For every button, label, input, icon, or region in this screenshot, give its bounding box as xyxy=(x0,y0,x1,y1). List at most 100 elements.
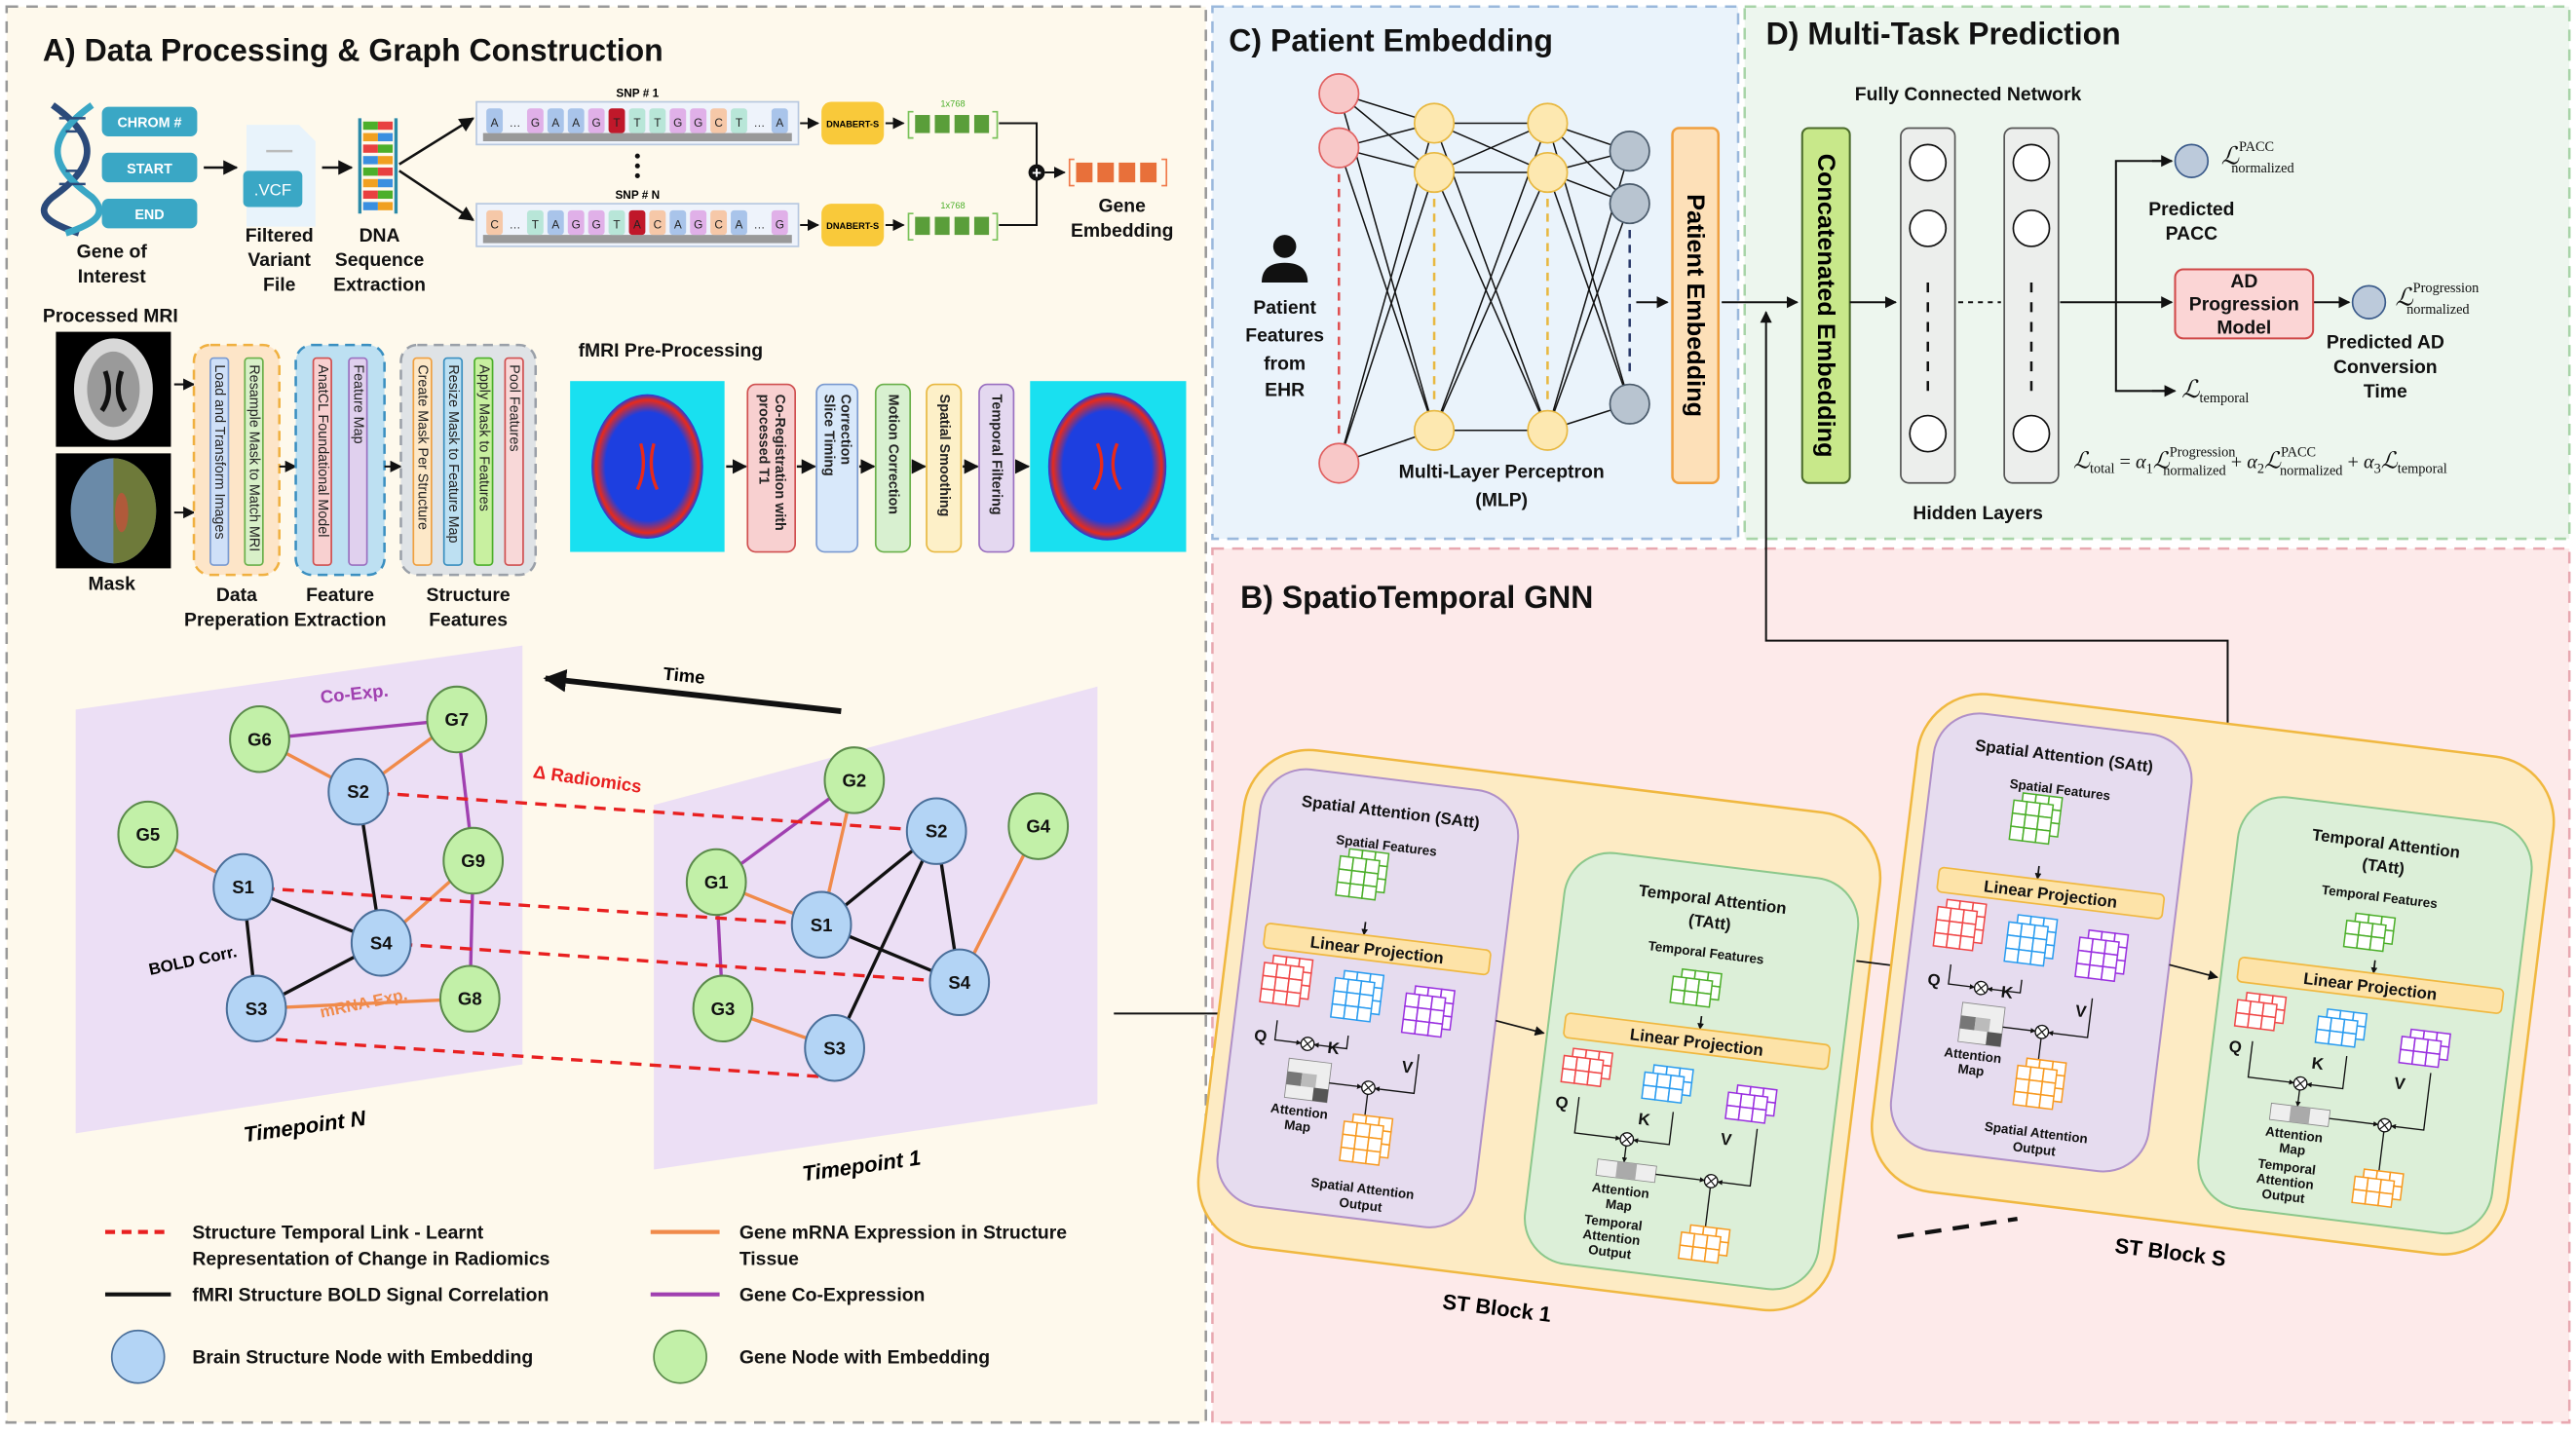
spatial-features-grid-cell xyxy=(1335,881,1351,898)
legend-temporal-link: Structure Temporal Link - Learnt xyxy=(192,1222,483,1243)
temporal-features-grid xyxy=(1669,967,1723,1008)
dna-extraction-label: DNA xyxy=(360,225,400,246)
query-grid xyxy=(1259,954,1314,1007)
value-grid-cell xyxy=(1402,1004,1420,1022)
structure-node xyxy=(225,974,287,1043)
mri-step-bar xyxy=(412,357,433,566)
key-grid-cell xyxy=(2328,1030,2344,1047)
embedding-cell xyxy=(973,216,990,236)
mlp-node xyxy=(1527,102,1569,144)
query-grid-cell xyxy=(1288,964,1305,982)
nucleotide-label: A xyxy=(776,116,783,130)
arrow xyxy=(2306,1055,2348,1090)
sequence-backbone xyxy=(482,235,792,244)
attention-map-label: Attention xyxy=(1269,1101,1328,1122)
k-label: K xyxy=(2000,983,2015,1002)
patient-features-label: EHR xyxy=(1265,379,1305,400)
mri-group-label: Feature xyxy=(306,585,374,606)
mask-label: Mask xyxy=(88,573,135,594)
base-pair xyxy=(362,167,378,176)
key-grid-cell xyxy=(1329,1002,1346,1020)
spatial-output-grid-cell xyxy=(2028,1066,2045,1083)
arrow xyxy=(1987,979,2023,994)
graph-edge-mrna xyxy=(256,997,471,1010)
nucleotide-label: C xyxy=(714,116,723,130)
fmri-title: fMRI Pre-Processing xyxy=(579,340,764,361)
nucleotide-label: … xyxy=(754,116,766,130)
value-grid-cell xyxy=(1426,1021,1444,1038)
nucleotide-label: A xyxy=(674,217,682,231)
temporal-features-grid-cell xyxy=(2356,933,2372,951)
gene-embedding-label: Gene xyxy=(1098,196,1146,217)
key-grid-cell xyxy=(2004,933,2022,951)
node-label: G6 xyxy=(247,729,272,749)
key-grid-cell xyxy=(1355,1005,1373,1023)
timepoint-n-plane xyxy=(75,645,523,1134)
arrow xyxy=(2370,960,2378,974)
key-grid-cell xyxy=(1642,1071,1659,1088)
structure-node xyxy=(905,797,967,865)
fcn-label: Fully Connected Network xyxy=(1855,84,2082,105)
dnabert-box xyxy=(821,101,885,145)
value-grid-cell xyxy=(2424,1051,2441,1069)
embedding-cell xyxy=(954,115,969,133)
nucleotide xyxy=(486,209,504,236)
value-grid-cell xyxy=(2089,951,2105,968)
nucleotide-label: … xyxy=(754,217,766,231)
value-grid-cell xyxy=(1429,995,1447,1012)
query-grid-cell xyxy=(1587,1057,1605,1075)
base-pair xyxy=(377,178,394,188)
gene-field-box xyxy=(101,106,198,136)
nucleotide-label: G xyxy=(572,217,581,231)
attention-map-label: Map xyxy=(2279,1141,2307,1158)
query-grid-cell xyxy=(1572,1069,1590,1086)
query-grid-cell xyxy=(1562,1054,1578,1072)
value-grid-cell xyxy=(2103,939,2120,957)
spatial-output-grid-cell xyxy=(1368,1123,1384,1141)
temporal-output-grid-cell xyxy=(1705,1234,1723,1251)
attention-map-label: Attention xyxy=(2264,1124,2323,1146)
vcf-label: File xyxy=(263,274,296,295)
nucleotide-label: G xyxy=(776,217,784,231)
spatial-output-grid-cell xyxy=(1339,1146,1355,1163)
dim-label: 1x768 xyxy=(940,201,965,210)
vcf-label: Filtered xyxy=(246,225,314,246)
arrow xyxy=(1273,1020,1302,1045)
hidden-neuron xyxy=(2012,143,2051,182)
base-pair xyxy=(377,144,394,153)
key-grid-cell xyxy=(2032,924,2050,941)
legend-temporal-link: Representation of Change in Radiomics xyxy=(192,1248,549,1269)
embedding-cell xyxy=(915,216,930,236)
st-to-prediction-connector xyxy=(1760,311,2229,723)
spatial-output-grid-cell xyxy=(2039,1080,2057,1098)
temporal-output-grid-cell xyxy=(2378,1178,2396,1195)
gene-field-box xyxy=(101,199,198,229)
attention-map-label: Map xyxy=(1605,1196,1633,1214)
temporal-features-grid-cell xyxy=(2370,923,2387,939)
nucleotide xyxy=(628,108,646,133)
query-grid-cell xyxy=(1586,1071,1603,1088)
fmri-step-label: Temporal Filtering xyxy=(989,395,1004,515)
query-grid-cell xyxy=(2235,999,2253,1016)
spatial-output-grid-cell xyxy=(2038,1093,2055,1111)
query-grid-cell xyxy=(1945,933,1962,950)
linear-projection-bar xyxy=(2236,956,2505,1014)
nucleotide xyxy=(669,209,687,236)
embedding-cell xyxy=(934,216,950,236)
node-label: G9 xyxy=(461,850,485,871)
mri-step-group xyxy=(192,343,281,577)
gene-node xyxy=(229,705,290,774)
snp-1-label: SNP # 1 xyxy=(616,86,659,99)
key-grid-cell xyxy=(1655,1073,1673,1090)
query-grid-cell xyxy=(1560,1068,1577,1084)
spatial-output-grid-cell xyxy=(1354,1121,1372,1139)
temporal-output-label: Temporal xyxy=(2257,1156,2317,1178)
key-grid-cell xyxy=(2314,1028,2331,1045)
spatial-features-grid-cell xyxy=(1364,858,1381,875)
query-grid-cell xyxy=(1935,905,1952,923)
query-grid-cell xyxy=(1286,977,1304,995)
spatial-features-grid-cell xyxy=(1360,884,1378,901)
gene-embedding-cell xyxy=(1140,162,1157,183)
key-grid-cell xyxy=(2003,947,2021,964)
